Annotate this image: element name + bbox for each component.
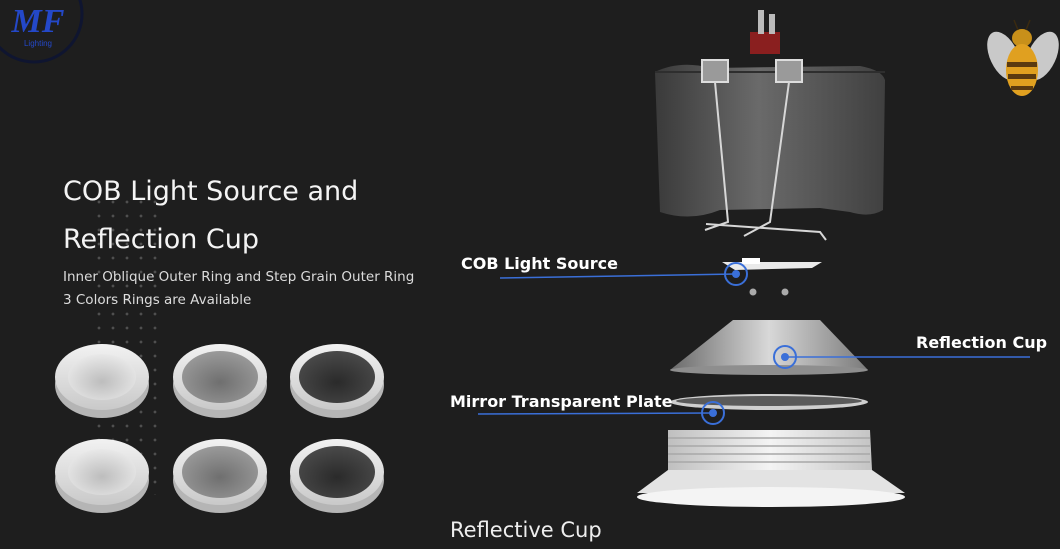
callout-line-reflection	[773, 345, 1030, 369]
ring-gray-1	[173, 344, 267, 418]
heatsink-housing	[655, 64, 885, 217]
cob-light-source-part	[722, 258, 822, 296]
callout-reflection-cup: Reflection Cup	[916, 333, 1048, 352]
mf-lighting-logo: MF Lighting	[0, 0, 84, 64]
heading-line-1: COB Light Source and	[63, 176, 359, 207]
ring-gray-2	[173, 439, 267, 513]
callout-mirror-transparent-plate: Mirror Transparent Plate	[450, 392, 673, 411]
subtitle-line-2: 3 Colors Rings are Available	[63, 292, 252, 308]
logo-letters: MF	[11, 3, 65, 40]
heading-line-2: Reflection Cup	[63, 224, 260, 255]
ring-black-2	[290, 439, 384, 513]
ring-options-grid	[55, 344, 384, 513]
subtitle-line-1: Inner Oblique Outer Ring and Step Grain …	[63, 269, 415, 285]
callout-line-mirror	[477, 401, 725, 425]
callout-line-cob	[499, 262, 748, 286]
bee-icon	[987, 19, 1059, 96]
ring-white-1	[55, 344, 149, 418]
spring-clips	[701, 59, 827, 241]
mirror-plate-part	[670, 394, 868, 410]
ring-black-1	[290, 344, 384, 418]
logo-subtext: Lighting	[24, 39, 52, 48]
reflective-cup-base	[637, 430, 905, 507]
caption-reflective-cup: Reflective Cup	[450, 518, 602, 542]
section-heading: COB Light Source and Reflection Cup	[63, 168, 358, 264]
mounting-bracket	[750, 10, 780, 54]
reflection-cup-part	[670, 320, 868, 375]
ring-white-2	[55, 439, 149, 513]
callout-cob-light-source: COB Light Source	[461, 254, 618, 273]
